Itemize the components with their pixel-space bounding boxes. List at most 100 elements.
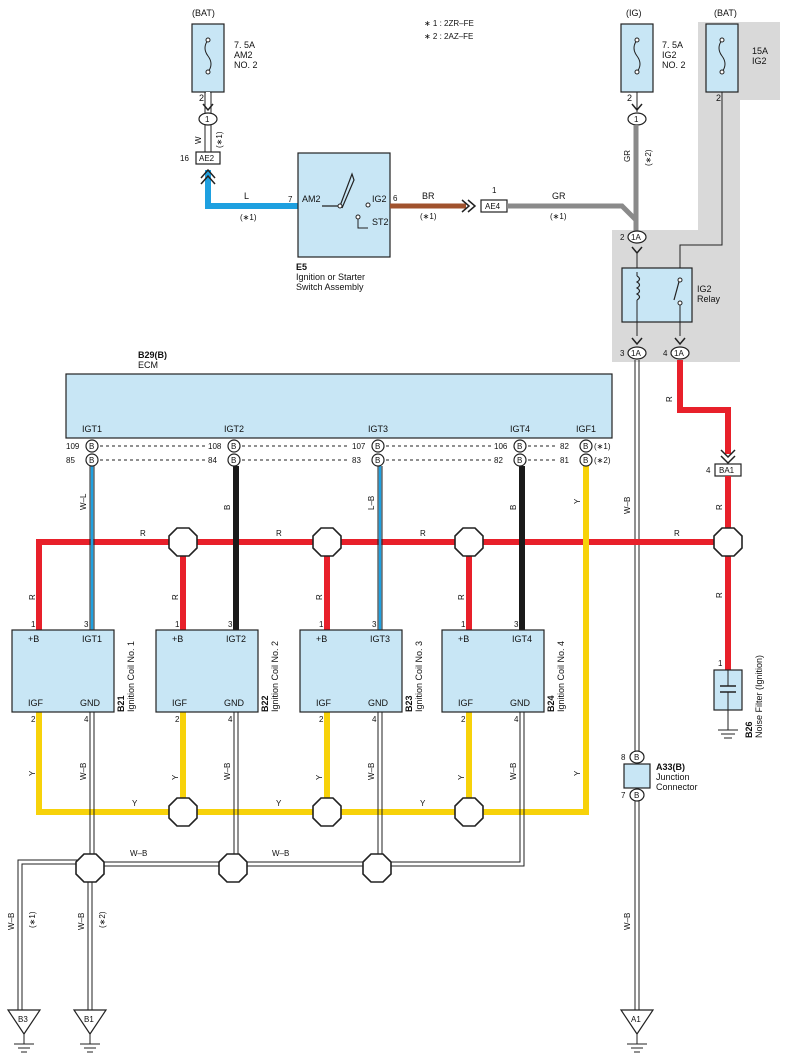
coil-pin2-1: 2	[175, 715, 180, 724]
coil-pin1-0: 1	[31, 620, 36, 629]
wire-wb-b3: W–B	[7, 913, 16, 930]
coil-gnd-0: GND	[80, 698, 101, 708]
ground-a1-label: A1	[631, 1015, 641, 1024]
yellow-splice-2	[312, 797, 342, 827]
switch-am2-label: AM2	[302, 194, 321, 204]
wire-v2-b1: (∗2)	[98, 911, 107, 928]
ecm-pin-v1-0	[85, 439, 99, 453]
wire-r-bus-4: R	[674, 529, 680, 538]
ecm-b-v1-4: B	[583, 442, 588, 451]
wire-br-label: BR	[422, 191, 435, 201]
coil-igt-2: IGT3	[370, 634, 390, 644]
red-splice-3	[454, 527, 484, 557]
conn-1-a: 1	[205, 115, 210, 124]
fuse-ig2	[620, 23, 654, 93]
fuse-ig2-line1: 7. 5A	[662, 40, 683, 50]
conn-1a-top: 1A	[631, 233, 641, 242]
coil-pb-3: +B	[458, 634, 469, 644]
connector-ae2	[195, 151, 221, 165]
coil-gnd-3: GND	[510, 698, 531, 708]
ecm-b-v1-2: B	[375, 442, 380, 451]
wire-v1-am2: (∗1)	[215, 131, 224, 148]
igf-wire-label-2: Y	[315, 774, 324, 780]
coil-igf-2: IGF	[316, 698, 332, 708]
conn-1a-b: 1A	[631, 349, 641, 358]
fuse-15a-pin: 2	[716, 93, 721, 103]
ecm-pinnum-v2-0: 85	[66, 456, 75, 465]
fuse-ig2-line2: IG2	[662, 50, 677, 60]
variant-note-2: ∗ 2 : 2AZ–FE	[424, 32, 473, 41]
coil-igt-0: IGT1	[82, 634, 102, 644]
coil-pin2-3: 2	[461, 715, 466, 724]
bat1-label: (BAT)	[192, 8, 215, 18]
wire-y-igf-lower: Y	[573, 770, 582, 776]
ecm-note-v2: (∗2)	[594, 456, 611, 465]
coil-pin4-2: 4	[372, 715, 377, 724]
ecm-pin-v1-3	[513, 439, 527, 453]
fuse-15a-line2: IG2	[752, 56, 767, 66]
switch-ig2-label: IG2	[372, 194, 387, 204]
ecm-pin-v1-1	[227, 439, 241, 453]
fuse-ig2-line3: NO. 2	[662, 60, 686, 70]
switch-name-line2: Switch Assembly	[296, 282, 364, 292]
ecm-pin-v2-2	[371, 453, 385, 467]
connector-ae2-label: AE2	[199, 154, 215, 163]
wire-v1-b3: (∗1)	[28, 911, 37, 928]
relay-name-line1: IG2	[697, 284, 712, 294]
ecm-pinnum-v1-2: 107	[352, 442, 366, 451]
fuse-am2-line1: 7. 5A	[234, 40, 255, 50]
red-splice-1	[168, 527, 198, 557]
wire-y-bus-1: Y	[132, 799, 138, 808]
wire-y-bus-3: Y	[420, 799, 426, 808]
coil-pb-2: +B	[316, 634, 327, 644]
wire-r-relay: R	[665, 396, 674, 402]
coil-code-3: B24	[546, 695, 556, 712]
coil-pin4-3: 4	[514, 715, 519, 724]
fuse-am2-line3: NO. 2	[234, 60, 258, 70]
ecm-pin-v1-4	[579, 439, 593, 453]
wire-gr-label: GR	[552, 191, 566, 201]
wire-r-c1-lab: R	[28, 594, 37, 600]
coil-pin4-1: 4	[228, 715, 233, 724]
coil-pin3-2: 3	[372, 620, 377, 629]
switch-st2-label: ST2	[372, 217, 389, 227]
junction-pin8: 8	[621, 753, 626, 762]
gnd-wire-label-0: W–B	[79, 763, 88, 780]
junction-code: A33(B)	[656, 762, 685, 772]
igt-wire-label-2: L–B	[367, 496, 376, 510]
junction-b-top: B	[634, 753, 639, 762]
yellow-splice-1	[168, 797, 198, 827]
ecm-pinnum-v1-1: 108	[208, 442, 222, 451]
wire-wb-relay: W–B	[623, 497, 632, 514]
ground-b3	[6, 1009, 42, 1053]
wire-w-label: W	[194, 136, 203, 144]
switch-name-line1: Ignition or Starter	[296, 272, 365, 282]
ecm-name: ECM	[138, 360, 158, 370]
ecm-b-v2-1: B	[231, 456, 236, 465]
ecm-b-v2-4: B	[583, 456, 588, 465]
coil-pin3-0: 3	[84, 620, 89, 629]
coil-gnd-2: GND	[368, 698, 389, 708]
wire-y-c1: Y	[28, 770, 37, 776]
coil-code-2: B23	[404, 695, 414, 712]
wire-y-bus-2: Y	[276, 799, 282, 808]
coil-name-3: Ignition Coil No. 4	[556, 641, 566, 712]
ecm-pinnum-v1-4: 82	[560, 442, 569, 451]
junction-name-line2: Connector	[656, 782, 698, 792]
conn-1-b: 1	[634, 115, 639, 124]
ignition-coil-box-1	[155, 629, 259, 713]
conn-1a-pin2: 2	[620, 233, 625, 242]
ground-b1-label: B1	[84, 1015, 94, 1024]
gnd-wire-label-1: W–B	[223, 763, 232, 780]
coil-code-0: B21	[116, 695, 126, 712]
wire-v1-br: (∗1)	[420, 212, 437, 221]
junction-connector-box	[623, 763, 651, 789]
igf-wire-label-3: Y	[457, 774, 466, 780]
ig-label: (IG)	[626, 8, 642, 18]
noise-filter-name: Noise Filter (Ignition)	[754, 655, 764, 738]
conn-1a-c: 1A	[674, 349, 684, 358]
coil-igt-3: IGT4	[512, 634, 532, 644]
conn-1a-pin3: 3	[620, 349, 625, 358]
switch-pin-ig2: 6	[393, 194, 398, 203]
